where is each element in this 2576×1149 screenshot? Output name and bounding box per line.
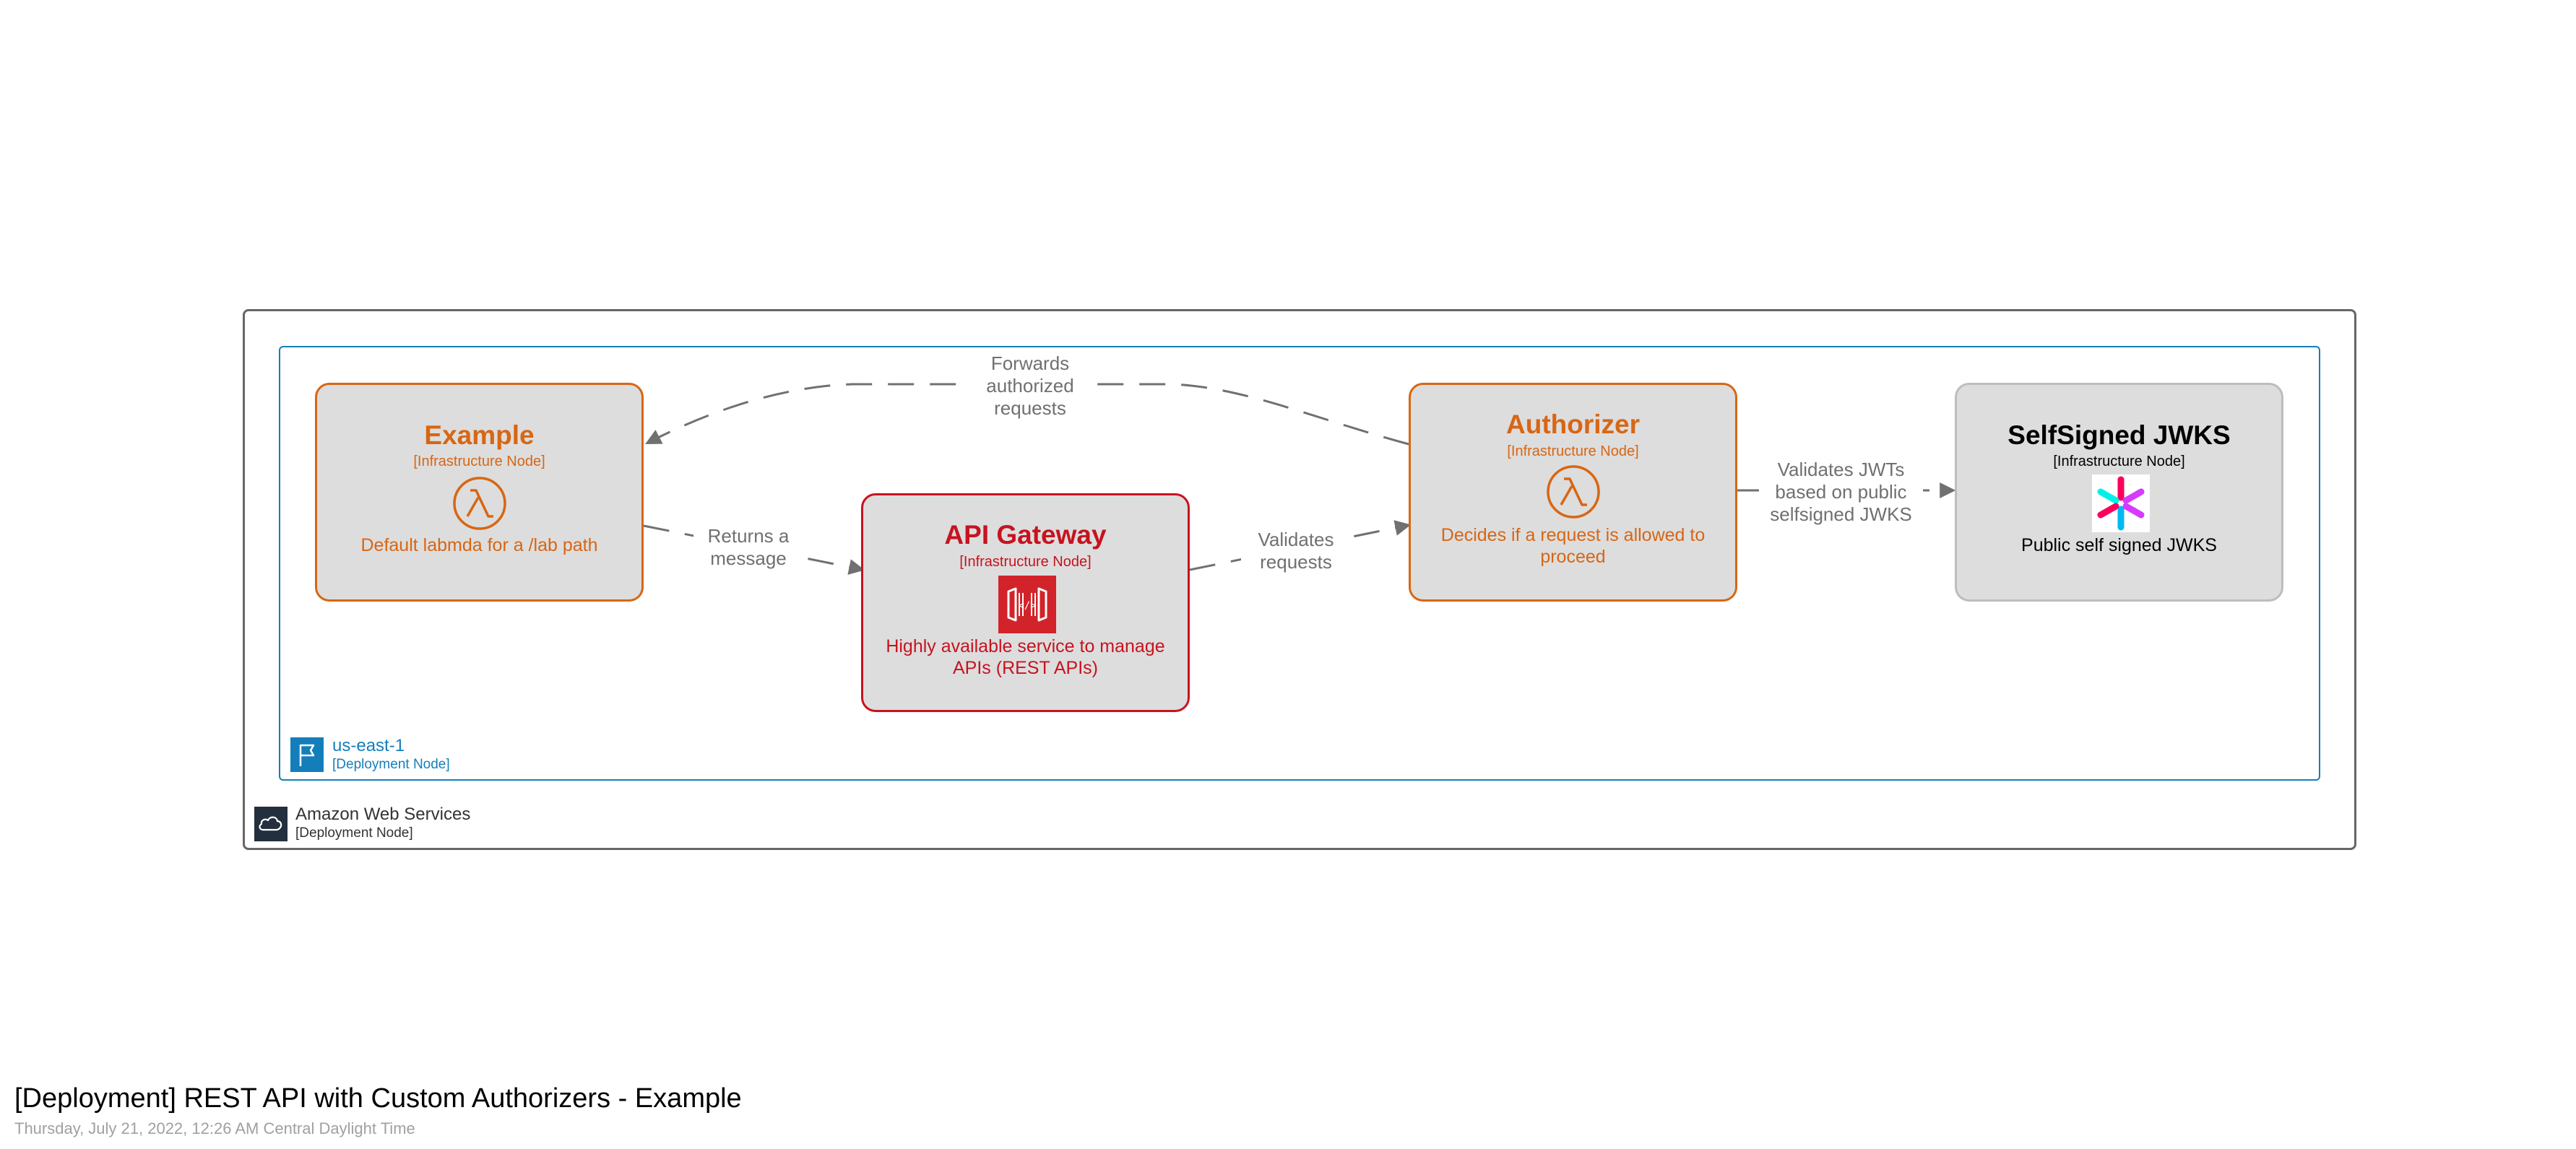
region-name: us-east-1	[332, 736, 405, 755]
node-authorizer[interactable]: Authorizer [Infrastructure Node] Decides…	[1409, 383, 1737, 602]
region-flag-icon	[290, 737, 324, 772]
jwt-logo-icon	[2092, 474, 2150, 532]
node-authorizer-type: [Infrastructure Node]	[1507, 443, 1639, 459]
node-api-gateway-description: Highly available service to manage APIs …	[886, 636, 1165, 678]
node-authorizer-title: Authorizer	[1506, 409, 1640, 439]
node-selfsigned-jwks[interactable]: SelfSigned JWKS [Infrastructure Node] Pu…	[1955, 383, 2283, 602]
diagram-title: [Deployment] REST API with Custom Author…	[14, 1083, 742, 1114]
node-api-gateway-type: [Infrastructure Node]	[959, 554, 1092, 570]
cloud-icon	[254, 807, 288, 841]
lambda-icon	[1546, 464, 1601, 519]
node-example-type: [Infrastructure Node]	[413, 454, 545, 469]
edge-label-returns: Returns a message	[693, 525, 803, 570]
node-api-gateway-title: API Gateway	[944, 520, 1107, 550]
edge-label-validates-jwts: Validates JWTs based on public selfsigne…	[1759, 459, 1923, 526]
node-example[interactable]: Example [Infrastructure Node] Default la…	[315, 383, 644, 602]
edge-forwards	[645, 383, 1409, 446]
node-jwks-description: Public self signed JWKS	[2021, 535, 2217, 555]
aws-name: Amazon Web Services	[295, 805, 471, 824]
node-jwks-type: [Infrastructure Node]	[2053, 454, 2185, 469]
region-type: [Deployment Node]	[332, 757, 450, 772]
node-authorizer-description: Decides if a request is allowed to proce…	[1440, 525, 1706, 567]
svg-text:</>: </>	[1018, 600, 1036, 612]
node-example-title: Example	[424, 420, 535, 450]
diagram-date: Thursday, July 21, 2022, 12:26 AM Centra…	[14, 1119, 415, 1137]
edge-label-forwards: Forwards authorized requests	[972, 352, 1089, 420]
edge-returns	[643, 524, 865, 575]
api-gateway-icon: </>	[998, 576, 1056, 633]
node-jwks-title: SelfSigned JWKS	[2007, 420, 2231, 450]
aws-type: [Deployment Node]	[295, 825, 413, 841]
node-example-description: Default labmda for a /lab path	[360, 535, 598, 555]
node-api-gateway[interactable]: API Gateway [Infrastructure Node] </> Hi…	[861, 493, 1190, 712]
lambda-icon	[452, 476, 507, 531]
edge-validates-requests	[1189, 520, 1412, 571]
edge-label-validates-requests: Validates requests	[1241, 529, 1351, 573]
